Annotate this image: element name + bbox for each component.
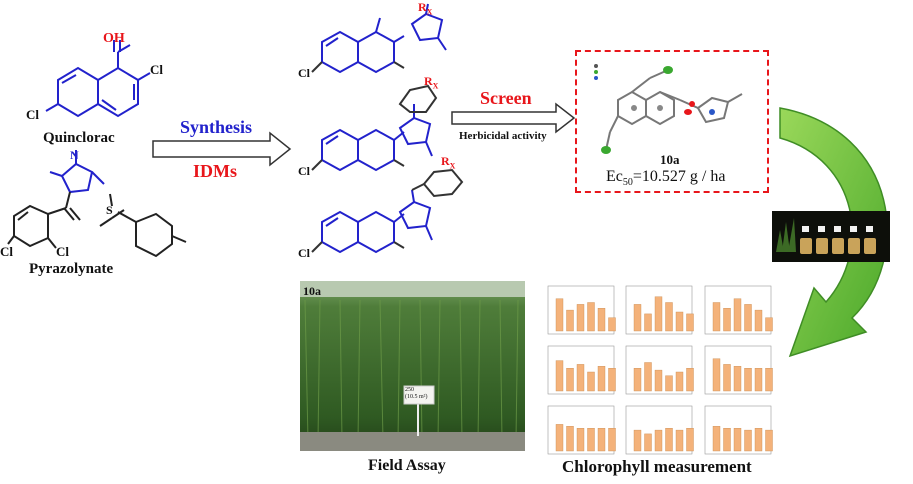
- chlorophyll-bar: [644, 362, 652, 392]
- chlorophyll-bar: [686, 313, 694, 332]
- chlorophyll-caption: Chlorophyll measurement: [562, 457, 752, 476]
- pyrazolynate-label: Pyrazolynate: [29, 261, 114, 277]
- field-assay-caption: Field Assay: [368, 457, 446, 474]
- chlorophyll-bar: [675, 429, 684, 452]
- chlorophyll-bar: [576, 304, 585, 332]
- rx-label-1: RX: [418, 0, 433, 17]
- cl-label-2: Cl: [26, 107, 39, 122]
- chlorophyll-bar: [712, 358, 721, 392]
- oh-label: OH: [103, 31, 125, 46]
- chlorophyll-bar: [597, 428, 606, 452]
- chlorophyll-bar: [665, 302, 673, 332]
- pot-assay-photo: [772, 211, 890, 262]
- chlorophyll-bar: [633, 368, 642, 392]
- chlorophyll-chart-grid: [547, 285, 773, 455]
- chlorophyll-panel: [704, 285, 772, 335]
- chlorophyll-bar: [754, 368, 763, 392]
- chlorophyll-bar: [566, 426, 574, 452]
- cl-label-1: Cl: [150, 62, 163, 77]
- chlorophyll-bar: [744, 429, 752, 452]
- ec50-label: Ec50=10.527 g / ha: [606, 168, 726, 189]
- idm-structure-1: [311, 3, 447, 74]
- idm3-cl: Cl: [298, 246, 310, 260]
- chlorophyll-bar: [675, 371, 684, 392]
- chlorophyll-bar: [665, 375, 673, 392]
- cl-label-4: Cl: [56, 244, 69, 259]
- synthesis-arrow: [152, 131, 292, 167]
- chlorophyll-bar: [765, 368, 773, 392]
- chlorophyll-bar: [654, 369, 663, 392]
- chlorophyll-bar: [654, 429, 663, 452]
- photo-10a-label: 10a: [303, 284, 321, 298]
- chlorophyll-bar: [644, 313, 652, 332]
- synthesis-label: Synthesis: [180, 117, 253, 137]
- pyr-n-label: N: [70, 148, 79, 162]
- chlorophyll-bar: [576, 364, 585, 392]
- quinclorac-structure: [45, 40, 151, 118]
- chlorophyll-bar: [587, 428, 595, 452]
- chlorophyll-bar: [733, 428, 742, 452]
- chlorophyll-bar: [587, 302, 595, 332]
- chlorophyll-bar: [686, 368, 694, 392]
- chlorophyll-bar: [686, 428, 694, 452]
- chlorophyll-bar: [555, 424, 564, 452]
- chlorophyll-bar: [723, 308, 731, 332]
- chlorophyll-bar: [633, 429, 642, 452]
- field-assay-photo: [300, 281, 525, 451]
- chlorophyll-bar: [754, 309, 763, 332]
- chlorophyll-bar: [555, 298, 564, 332]
- rx-label-2: RX: [424, 74, 439, 91]
- curved-green-arrow: [779, 107, 888, 358]
- chlorophyll-bar: [675, 311, 684, 332]
- chlorophyll-bar: [723, 364, 731, 392]
- chlorophyll-bar: [733, 298, 742, 332]
- chlorophyll-bar: [644, 433, 652, 452]
- crystal-atoms: [594, 64, 715, 154]
- idms-label: IDMs: [193, 161, 237, 181]
- idm-structure-2: [311, 84, 438, 172]
- chlorophyll-bar: [744, 304, 752, 332]
- chlorophyll-bar: [733, 366, 742, 392]
- chlorophyll-bar: [712, 302, 721, 332]
- chlorophyll-bar: [765, 429, 773, 452]
- chlorophyll-bar: [754, 428, 763, 452]
- chlorophyll-bar: [566, 309, 574, 332]
- chlorophyll-bar: [587, 371, 595, 392]
- chlorophyll-bar: [723, 428, 731, 452]
- chlorophyll-bar: [654, 296, 663, 332]
- herbicidal-activity-label: Herbicidal activity: [459, 130, 547, 142]
- field-sign-text: 250(10.5 m²): [405, 387, 428, 400]
- idm1-cl: Cl: [298, 66, 310, 80]
- chlorophyll-bar: [765, 317, 773, 332]
- screen-arrow: [451, 102, 576, 134]
- chlorophyll-panel: [625, 285, 693, 335]
- quinclorac-label: Quinclorac: [43, 130, 115, 146]
- chlorophyll-bar: [608, 317, 616, 332]
- compound-10a-label: 10a: [660, 152, 680, 167]
- chlorophyll-bar: [576, 428, 585, 452]
- chlorophyll-panel: [547, 285, 615, 335]
- result-box: [575, 50, 769, 193]
- chlorophyll-bar: [633, 304, 642, 332]
- pyrazolynate-structure: [49, 150, 105, 194]
- chlorophyll-bar: [566, 368, 574, 392]
- chlorophyll-bar: [555, 360, 564, 392]
- chlorophyll-bar: [608, 428, 616, 452]
- chlorophyll-bar: [665, 428, 673, 452]
- chlorophyll-bar: [712, 426, 721, 452]
- chlorophyll-bar: [597, 366, 606, 392]
- s-label: S: [106, 203, 113, 217]
- pyrazolynate-aryl: [7, 191, 187, 258]
- screen-label: Screen: [480, 88, 532, 108]
- chlorophyll-bar: [744, 368, 752, 392]
- rx-label-3: RX: [441, 154, 456, 171]
- idm2-cl: Cl: [298, 164, 310, 178]
- chlorophyll-bar: [608, 368, 616, 392]
- chlorophyll-bar: [597, 308, 606, 332]
- cl-label-3: Cl: [0, 244, 13, 259]
- idm-structure-3: [311, 168, 464, 254]
